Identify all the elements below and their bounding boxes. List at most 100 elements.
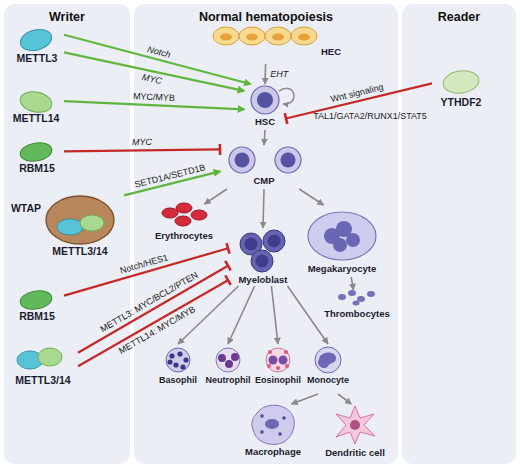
basophil-cell: [166, 348, 190, 372]
macrophage-cell: [252, 405, 294, 444]
neutrophil-cell: [218, 354, 226, 362]
macrophage-cell: [252, 405, 294, 444]
eosinophil-cell: [267, 364, 271, 368]
hec-cells: [265, 27, 291, 45]
factor-label: TAL1/GATA2/RUNX1/STAT5: [313, 111, 427, 121]
erythrocyte-cells: [175, 216, 191, 226]
panel-title: Normal hematopoiesis: [134, 10, 398, 24]
myeloblast-cells: [263, 230, 285, 252]
thrombocyte-cells: [367, 291, 375, 297]
node-label: Basophil: [153, 374, 203, 386]
basophil-cell: [166, 348, 190, 372]
node-label: Eosinophil: [253, 374, 303, 386]
monocyte-cell: [315, 347, 341, 373]
panel-title: Writer: [4, 10, 130, 24]
thrombocyte-cells: [338, 294, 346, 300]
erythrocyte-cells: [191, 210, 207, 220]
node-label: METTL3: [10, 52, 64, 64]
edge-label: EHT: [270, 69, 288, 79]
cell-node: Thrombocytes: [322, 290, 392, 324]
macrophage-cell: [260, 414, 264, 418]
node-label: METTL14: [8, 112, 64, 124]
neutrophil-cell: [216, 348, 240, 372]
basophil-cell: [173, 362, 178, 367]
cmp-cells: [281, 153, 296, 168]
eosinophil-cell: [266, 348, 290, 372]
node-label: Myeloblast: [228, 274, 298, 286]
myeloblast-cells: [251, 250, 273, 272]
basophil-cell: [183, 357, 188, 362]
node-label: METTL3/14: [36, 245, 124, 257]
neutrophil-cell: [231, 353, 239, 361]
node-label: Macrophage: [236, 446, 310, 458]
dendritic-cell-shape: [350, 420, 360, 430]
lineage-arrow: [263, 189, 264, 228]
thrombocyte-cells: [348, 290, 356, 296]
thrombocyte-cells: [353, 301, 360, 306]
writer-blobs: [46, 196, 114, 244]
cmp-cells: [275, 147, 301, 173]
macrophage-cell: [265, 419, 279, 429]
hec-cells: [213, 27, 239, 45]
monocyte-cell: [318, 352, 336, 368]
macrophage-cell: [278, 432, 282, 436]
megakaryocyte-cell: [308, 212, 376, 260]
myeloblast-cells: [256, 255, 269, 268]
lineage-arrow: [264, 130, 265, 145]
myeloblast-cells: [245, 238, 258, 251]
eosinophil-cell: [269, 356, 278, 365]
eosinophil-cell: [268, 350, 272, 354]
basophil-cell: [177, 351, 182, 356]
cmp-cells: [235, 153, 250, 168]
node-label: Dendritic cell: [318, 447, 392, 459]
megakaryocyte-cell: [346, 233, 360, 247]
node-label: RBM15: [10, 310, 64, 322]
node-label: HEC: [316, 46, 346, 58]
cmp-cells: [229, 147, 255, 173]
node-label: HSC: [244, 116, 286, 128]
neutrophil-cell: [225, 360, 233, 368]
basophil-cell: [180, 364, 185, 369]
node-label: CMP: [220, 175, 308, 187]
hsc-cell: [251, 86, 279, 114]
node-label: Thrombocytes: [322, 308, 392, 320]
node-label: RBM15: [10, 162, 64, 174]
monocyte-cell: [315, 347, 341, 373]
eosinophil-cell: [279, 356, 288, 365]
node-label: Neutrophil: [203, 374, 253, 386]
hec-cells: [272, 34, 284, 41]
hec-cells: [291, 27, 317, 45]
neutrophil-cell: [216, 348, 240, 372]
hec-cells: [220, 34, 232, 41]
erythrocyte-cells: [162, 208, 178, 218]
edge-label: MYC: [132, 137, 152, 147]
hec-cells: [239, 27, 265, 45]
basophil-cell: [169, 353, 174, 358]
writer-blobs: [57, 219, 83, 235]
hec-cells: [298, 34, 310, 41]
macrophage-cell: [260, 430, 264, 434]
node-label: WTAP: [6, 202, 46, 214]
eosinophil-cell: [284, 350, 288, 354]
megakaryocyte-cell: [333, 238, 347, 252]
node-label: Monocyte: [303, 374, 353, 386]
panel-title: Reader: [402, 10, 516, 24]
hec-cells: [246, 34, 258, 41]
writer-blobs: [38, 348, 62, 366]
megakaryocyte-cell: [308, 212, 376, 260]
eosinophil-cell: [266, 348, 290, 372]
macrophage-cell: [282, 416, 286, 420]
eosinophil-cell: [276, 366, 280, 370]
erythrocyte-cells: [176, 203, 192, 213]
node-label: YTHDF2: [432, 96, 490, 108]
myeloblast-cells: [268, 235, 281, 248]
basophil-cell: [167, 359, 172, 364]
node-label: Megakaryocyte: [296, 263, 388, 275]
hsc-cell: [257, 92, 273, 108]
node-label: Erythrocytes: [150, 230, 218, 242]
eosinophil-cell: [285, 364, 289, 368]
node-label: METTL3/14: [8, 374, 78, 386]
